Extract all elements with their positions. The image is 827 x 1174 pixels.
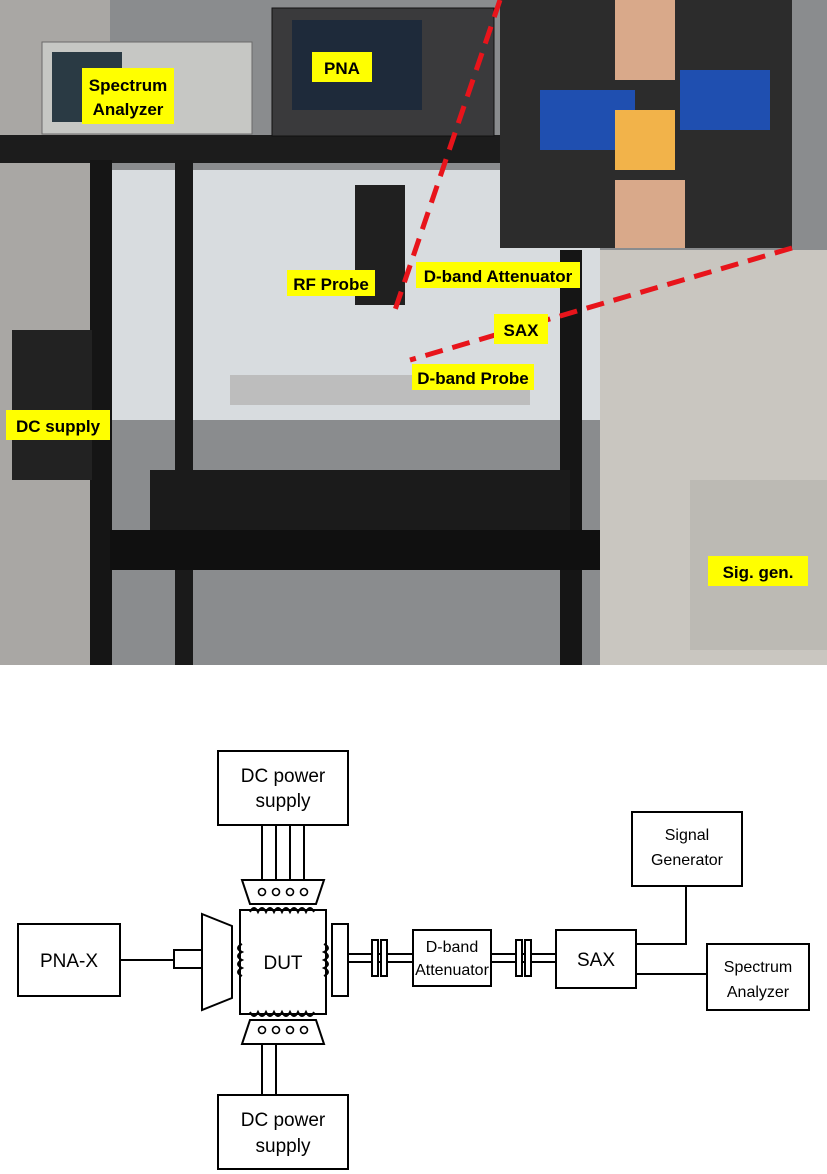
- d-band-attenuator-label-2: Attenuator: [415, 962, 490, 979]
- dc-supply-device: [12, 330, 92, 480]
- dc-power-supply-top-box: [217, 750, 349, 826]
- inset-probe-right: [680, 70, 770, 130]
- signal-generator-box: [631, 811, 743, 887]
- pna-x-label: PNA-X: [40, 951, 98, 972]
- flange-2a: [515, 939, 523, 977]
- label-pna-text: PNA: [324, 59, 360, 78]
- dc-power-supply-top-label-2: supply: [256, 791, 311, 812]
- wire-sax-to-siggen: [636, 886, 687, 945]
- inset-cable-bottom: [615, 180, 685, 248]
- label-sig-gen: Sig. gen.: [708, 556, 808, 586]
- d-band-attenuator-box: [412, 929, 492, 987]
- dc-power-supply-bottom-label-1: DC power: [241, 1110, 326, 1131]
- spectrum-analyzer-label-2: Analyzer: [727, 984, 790, 1001]
- label-d-band-attenuator-text: D-band Attenuator: [424, 267, 573, 286]
- label-rf-probe: RF Probe: [287, 270, 375, 296]
- top-shelf: [0, 135, 500, 163]
- probe-pin-top-3: [285, 887, 295, 897]
- inset-chip-glow: [615, 110, 675, 170]
- lab-setup-photo: Spectrum Analyzer PNA RF Probe D-band At…: [0, 0, 827, 665]
- block-diagram: DC power supply DC power supply PNA-X DU…: [17, 750, 810, 1170]
- rf-probe-left-tip: [173, 949, 203, 969]
- dut-pads-top: [249, 907, 315, 915]
- label-spectrum-analyzer-line1: Spectrum: [89, 76, 167, 95]
- label-pna: PNA: [312, 52, 372, 82]
- inset-callout-line-lower: [409, 245, 793, 363]
- rack-post-mid: [175, 160, 193, 665]
- bench-table: [110, 530, 600, 570]
- label-sax-text: SAX: [504, 321, 540, 340]
- signal-generator-label-1: Signal: [665, 827, 709, 844]
- probe-pin-bottom-3: [285, 1025, 295, 1035]
- d-band-attenuator-label-1: D-band: [426, 939, 478, 956]
- flange-2b: [524, 939, 532, 977]
- sax-label: SAX: [577, 950, 615, 971]
- probe-pin-top-2: [271, 887, 281, 897]
- label-spectrum-analyzer-line2: Analyzer: [93, 100, 164, 119]
- signal-generator-label-2: Generator: [651, 852, 724, 869]
- label-spectrum-analyzer: Spectrum Analyzer: [82, 68, 174, 124]
- dc-probe-top: [240, 879, 326, 905]
- dut-label: DUT: [263, 953, 302, 974]
- dut-pads-bottom: [249, 1009, 315, 1017]
- sax-box: [555, 929, 637, 989]
- probe-pin-top-1: [257, 887, 267, 897]
- dc-power-supply-bottom-box: [217, 1094, 349, 1170]
- inset-cable-top: [615, 0, 675, 80]
- label-sig-gen-text: Sig. gen.: [723, 563, 794, 582]
- dc-power-supply-top-label-1: DC power: [241, 766, 326, 787]
- spectrum-analyzer-box: [706, 943, 810, 1011]
- label-sax: SAX: [494, 314, 548, 344]
- probe-pin-top-4: [299, 887, 309, 897]
- flange-1a: [371, 939, 379, 977]
- label-d-band-attenuator: D-band Attenuator: [416, 262, 580, 288]
- dut-pads-left: [237, 943, 245, 977]
- label-dc-supply-text: DC supply: [16, 417, 101, 436]
- label-d-band-probe-text: D-band Probe: [417, 369, 528, 388]
- dc-power-supply-bottom-label-2: supply: [256, 1136, 311, 1157]
- dut-pads-right: [321, 943, 329, 977]
- d-band-probe-right: [331, 923, 349, 997]
- probe-station-base: [150, 470, 570, 530]
- spectrum-analyzer-label-1: Spectrum: [724, 959, 792, 976]
- label-d-band-probe: D-band Probe: [412, 364, 534, 390]
- probe-pin-bottom-2: [271, 1025, 281, 1035]
- label-rf-probe-text: RF Probe: [293, 275, 369, 294]
- probe-pin-bottom-4: [299, 1025, 309, 1035]
- dc-probe-bottom: [240, 1019, 326, 1045]
- flange-1b: [380, 939, 388, 977]
- probe-pin-bottom-1: [257, 1025, 267, 1035]
- rf-probe-left: [201, 912, 233, 1012]
- label-dc-supply: DC supply: [6, 410, 110, 440]
